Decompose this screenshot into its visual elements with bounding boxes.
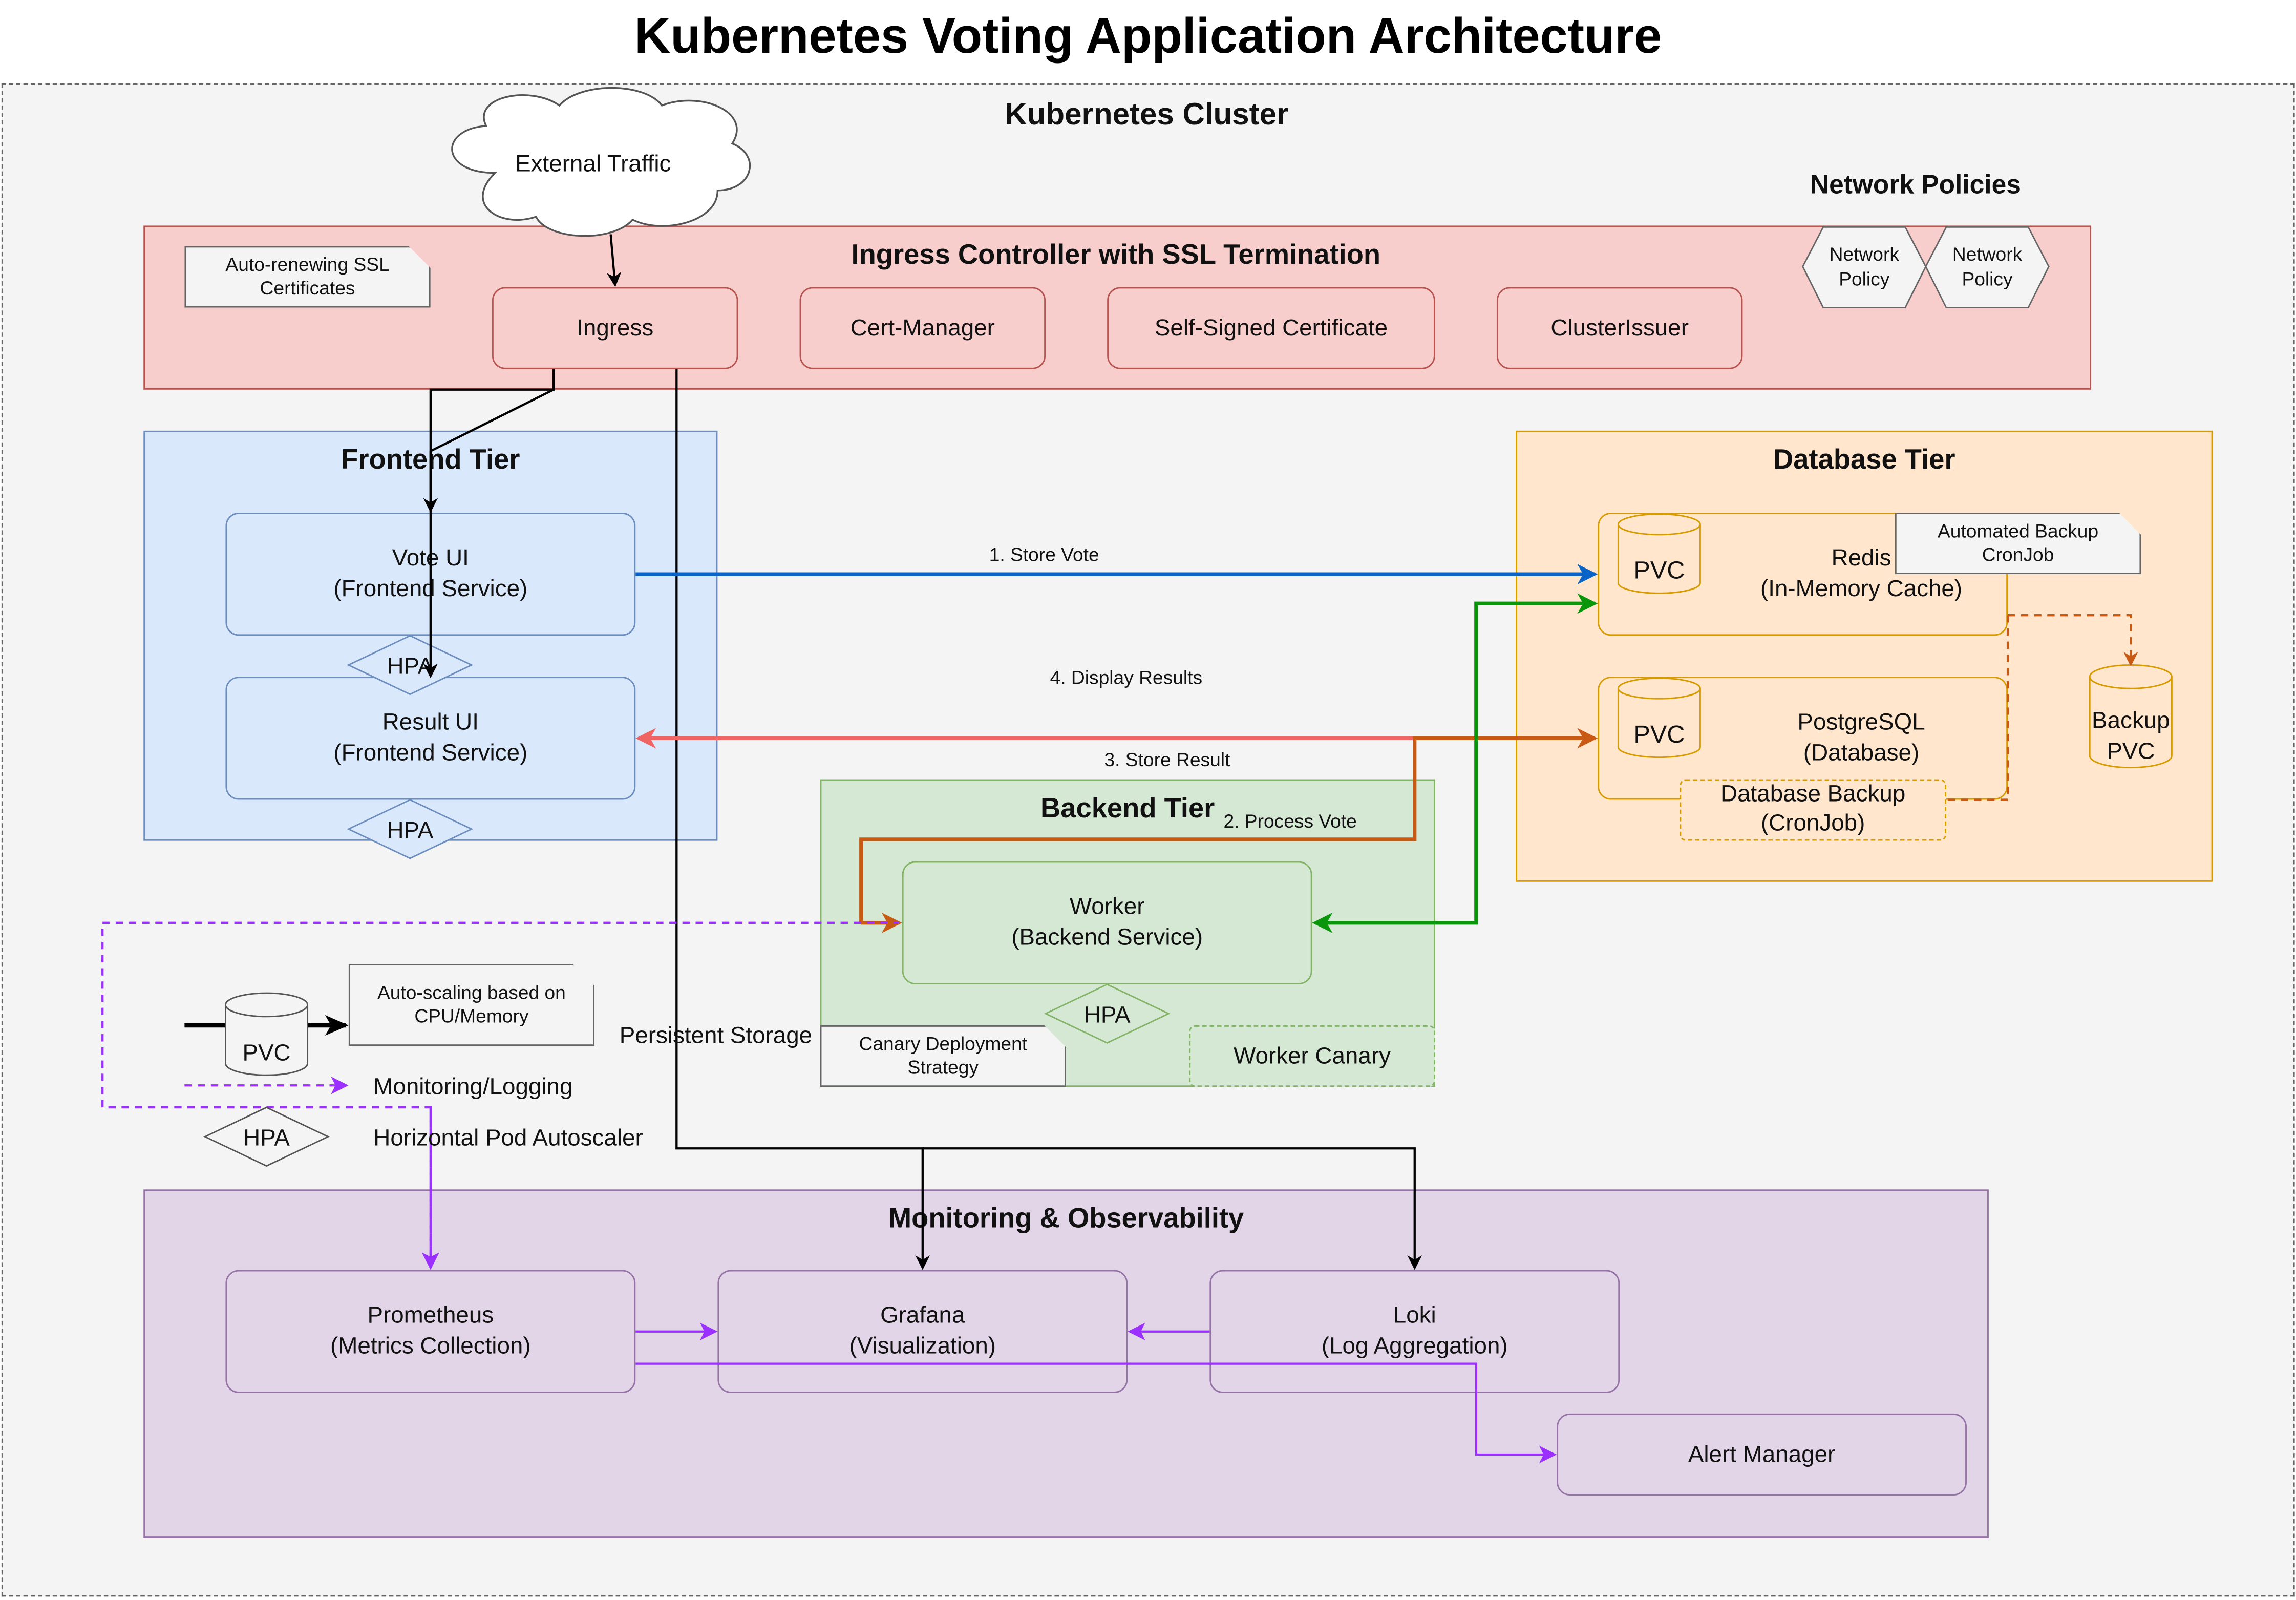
ingress-to-loki-arrow <box>922 1147 1422 1270</box>
postgres-pvc-cylinder: PVC <box>1617 677 1701 759</box>
vote-ui-hpa-label: HPA <box>387 653 433 679</box>
prometheus-to-alertmanager-arrow <box>635 1362 1557 1464</box>
legend-monitoring-logging: Monitoring/Logging <box>373 1073 572 1099</box>
redis-label: Redis (In-Memory Cache) <box>1760 546 1963 602</box>
network-policy-1[interactable]: Network Policy <box>1802 226 1927 309</box>
ssl-note: Auto-renewing SSL Certificates <box>184 246 430 307</box>
legend-hpa-text: Horizontal Pod Autoscaler <box>373 1125 643 1151</box>
ingress-node[interactable]: Ingress <box>492 287 738 369</box>
alert-manager-node[interactable]: Alert Manager <box>1557 1413 1967 1496</box>
network-policies-title: Network Policies <box>1810 170 2021 199</box>
process-vote-arrow <box>1312 601 1595 933</box>
external-traffic-label: External Traffic <box>515 151 671 177</box>
result-ui-hpa-label: HPA <box>387 817 433 843</box>
store-result-label: 3. Store Result <box>1104 749 1230 770</box>
backup-pvc-cylinder: Backup PVC <box>2089 664 2173 769</box>
backend-tier-title: Backend Tier <box>1040 794 1215 825</box>
legend-pvc-cylinder: PVC <box>225 992 309 1076</box>
ssl-note-text: Auto-renewing SSL Certificates <box>225 253 390 299</box>
cert-manager-node[interactable]: Cert-Manager <box>799 287 1046 369</box>
db-backup-cronjob[interactable]: Database Backup (CronJob) <box>1680 779 1946 841</box>
network-policy-2-line1: Network <box>1952 243 2023 265</box>
legend-hpa-diamond: HPA <box>203 1106 330 1167</box>
external-traffic-cloud: External Traffic <box>451 87 751 237</box>
loki-label: Loki (Log Aggregation) <box>1321 1303 1508 1360</box>
alert-manager-label: Alert Manager <box>1688 1442 1836 1467</box>
self-signed-cert-label: Self-Signed Certificate <box>1154 315 1388 341</box>
legend-pvc-label: PVC <box>242 1040 290 1066</box>
worker-hpa-label: HPA <box>1084 1001 1131 1027</box>
cluster-issuer-label: ClusterIssuer <box>1550 315 1689 341</box>
backup-cronjob-note-text: Automated Backup CronJob <box>1937 520 2099 565</box>
db-backup-label: Database Backup (CronJob) <box>1720 782 1906 837</box>
ingress-to-vote-ui-arrow <box>423 369 555 513</box>
network-policy-2-line2: Policy <box>1962 268 2013 290</box>
monitoring-tier-title: Monitoring & Observability <box>888 1204 1244 1235</box>
canary-note-text: Canary Deployment Strategy <box>859 1033 1028 1078</box>
postgres-label: PostgreSQL (Database) <box>1797 710 1925 766</box>
cluster-label: Kubernetes Cluster <box>1005 98 1289 132</box>
redis-pvc-cylinder: PVC <box>1617 513 1701 594</box>
diagram-title: Kubernetes Voting Application Architectu… <box>634 9 1662 65</box>
ingress-label: Ingress <box>577 315 654 341</box>
legend-hpa-label: HPA <box>243 1125 290 1151</box>
network-policy-1-line1: Network <box>1830 243 1900 265</box>
process-vote-reverse-arrow <box>1474 593 1598 923</box>
database-tier-title: Database Tier <box>1773 445 1955 476</box>
result-ui-node[interactable]: Result UI (Frontend Service) <box>225 677 636 800</box>
result-ui-label: Result UI (Frontend Service) <box>333 710 528 766</box>
backup-flow-line <box>1946 615 2009 801</box>
backup-flow-arrow <box>2008 614 2138 667</box>
worker-hpa: HPA <box>1044 983 1171 1044</box>
network-policy-2[interactable]: Network Policy <box>1925 226 2050 309</box>
grafana-label: Grafana (Visualization) <box>849 1303 996 1360</box>
vote-ui-hpa: HPA <box>347 635 474 696</box>
network-policy-1-line2: Policy <box>1839 268 1890 290</box>
display-results-label: 4. Display Results <box>1050 667 1202 688</box>
traffic-to-ingress-arrow <box>606 234 622 287</box>
worker-canary-label: Worker Canary <box>1234 1043 1391 1069</box>
autoscale-note: Auto-scaling based on CPU/Memory <box>349 964 594 1046</box>
prometheus-node[interactable]: Prometheus (Metrics Collection) <box>225 1270 636 1393</box>
process-vote-label: 2. Process Vote <box>1223 810 1356 832</box>
legend-persistent-storage: Persistent Storage <box>620 1022 812 1048</box>
result-ui-hpa: HPA <box>347 798 474 859</box>
store-vote-label: 1. Store Vote <box>989 543 1099 565</box>
worker-canary-node[interactable]: Worker Canary <box>1189 1025 1435 1087</box>
grafana-node[interactable]: Grafana (Visualization) <box>717 1270 1128 1393</box>
loki-node[interactable]: Loki (Log Aggregation) <box>1209 1270 1620 1393</box>
cert-manager-label: Cert-Manager <box>850 315 995 341</box>
postgres-pvc-label: PVC <box>1633 721 1685 748</box>
ingress-to-grafana-arrow <box>675 369 930 1270</box>
backup-cronjob-note: Automated Backup CronJob <box>1895 513 2141 574</box>
canary-note: Canary Deployment Strategy <box>820 1025 1066 1087</box>
ingress-tier-title: Ingress Controller with SSL Termination <box>851 240 1381 271</box>
redis-pvc-label: PVC <box>1633 557 1685 584</box>
self-signed-cert-node[interactable]: Self-Signed Certificate <box>1107 287 1435 369</box>
backup-pvc-line1: Backup <box>2092 707 2170 733</box>
worker-label: Worker (Backend Service) <box>1011 895 1203 951</box>
ingress-to-result-ui-arrow <box>423 369 555 679</box>
backup-pvc-line2: PVC <box>2107 738 2155 764</box>
prometheus-label: Prometheus (Metrics Collection) <box>330 1303 531 1360</box>
autoscale-note-text: Auto-scaling based on CPU/Memory <box>377 981 566 1027</box>
cluster-issuer-node[interactable]: ClusterIssuer <box>1496 287 1743 369</box>
